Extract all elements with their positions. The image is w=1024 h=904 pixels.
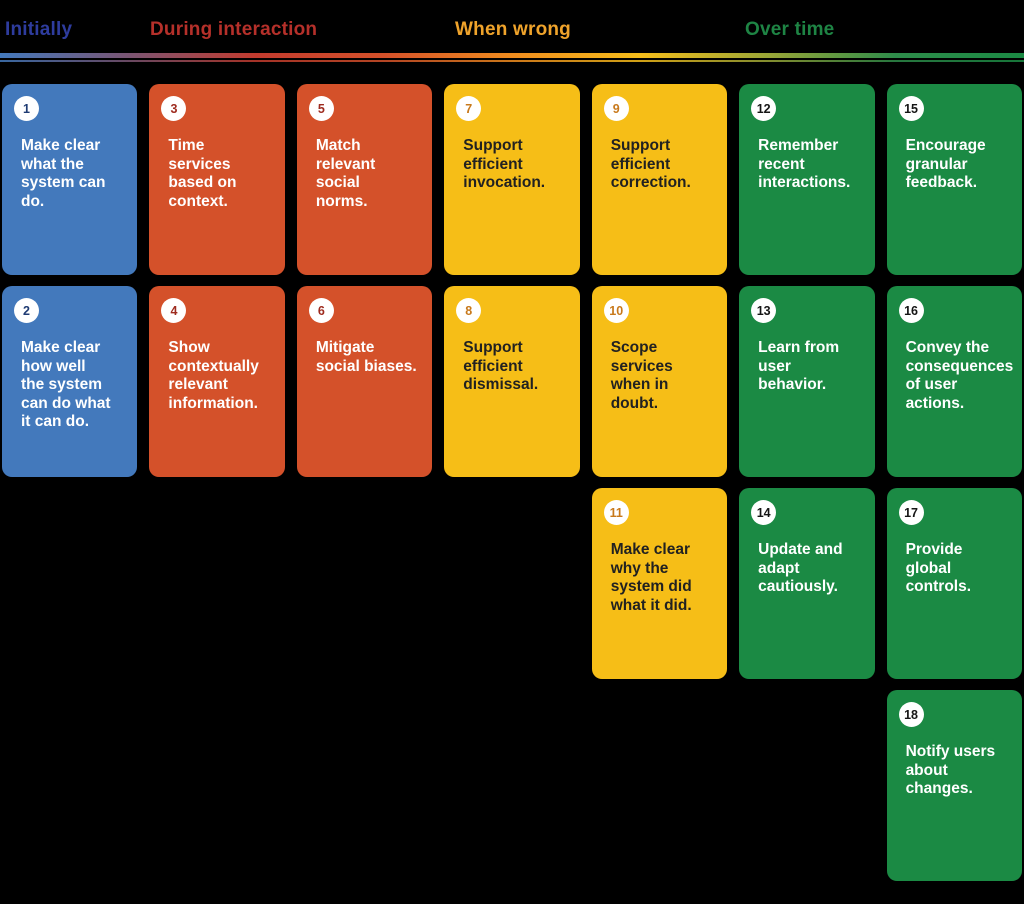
card-text: Support efficient invocation. bbox=[463, 137, 546, 191]
card-text: Convey the consequences of user actions. bbox=[905, 339, 1014, 412]
card-text: Remember recent interactions. bbox=[758, 137, 851, 191]
card-text: Encourage granular feedback. bbox=[905, 137, 986, 191]
card-text: Make clear what the system can do. bbox=[21, 137, 106, 210]
card-text: Support efficient correction. bbox=[610, 137, 691, 191]
category-header-when-wrong: When wrong bbox=[455, 19, 571, 40]
card-number-badge: 18 bbox=[898, 702, 924, 727]
card-text: Support efficient dismissal. bbox=[463, 339, 539, 393]
card-number-badge: 17 bbox=[898, 500, 924, 525]
card-number-badge: 8 bbox=[456, 298, 482, 323]
card-number-badge: 13 bbox=[751, 298, 777, 323]
category-header-during-interaction: During interaction bbox=[150, 19, 318, 40]
card-text: Notify users about changes. bbox=[905, 743, 996, 797]
card-text: Scope services when in doubt. bbox=[610, 339, 673, 412]
timeline-gradient-line bbox=[0, 60, 1024, 62]
card-number-badge: 12 bbox=[751, 96, 777, 121]
card-text: Provide global controls. bbox=[905, 541, 972, 595]
card-text: Learn from user behavior. bbox=[758, 339, 840, 393]
card-number-badge: 14 bbox=[751, 500, 777, 525]
card-number-badge: 16 bbox=[898, 298, 924, 323]
category-header-over-time: Over time bbox=[745, 19, 835, 40]
card-text: Make clear how well the system can do wh… bbox=[21, 339, 111, 430]
card-text: Make clear why the system did what it di… bbox=[610, 541, 692, 614]
card-text: Update and adapt cautiously. bbox=[758, 541, 843, 595]
card-number-badge: 4 bbox=[161, 298, 187, 323]
category-header-initially: Initially bbox=[5, 19, 73, 40]
card-number-badge: 9 bbox=[603, 96, 629, 121]
card-text: Mitigate social biases. bbox=[315, 339, 417, 375]
card-number-badge: 3 bbox=[161, 96, 187, 121]
card-text: Show contextually relevant information. bbox=[168, 339, 259, 412]
card-text: Match relevant social norms. bbox=[315, 137, 376, 210]
card-number-badge: 10 bbox=[603, 298, 629, 323]
card-number-badge: 5 bbox=[308, 96, 334, 121]
card-text: Time services based on context. bbox=[168, 137, 237, 210]
card-number-badge: 6 bbox=[308, 298, 334, 323]
card-number-badge: 11 bbox=[603, 500, 629, 525]
card-number-badge: 1 bbox=[14, 96, 39, 121]
card-number-badge: 7 bbox=[456, 96, 482, 121]
card-number-badge: 15 bbox=[898, 96, 924, 121]
timeline-gradient-bar bbox=[0, 53, 1024, 58]
card-number-badge: 2 bbox=[14, 298, 39, 323]
